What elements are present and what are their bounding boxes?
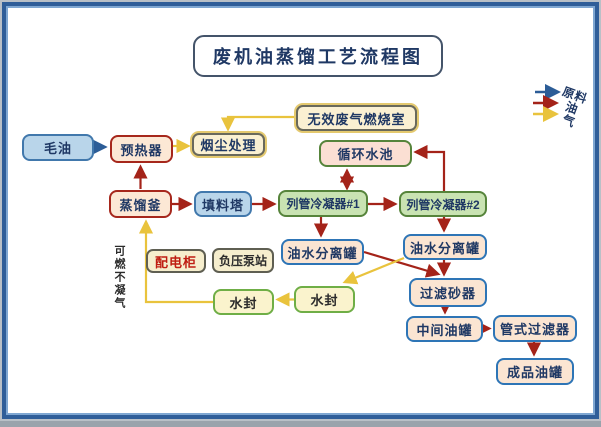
node-separator-left: 油水分离罐 — [281, 239, 364, 265]
node-sand-filter: 过滤砂器 — [409, 278, 487, 307]
node-preheater: 预热器 — [110, 135, 173, 163]
node-crude-oil: 毛油 — [22, 134, 94, 161]
node-middle-tank: 中间油罐 — [406, 316, 483, 342]
node-water-seal-left: 水封 — [213, 289, 274, 315]
node-waste-gas-burner: 无效废气燃烧室 — [296, 105, 417, 131]
node-condenser-1: 列管冷凝器#1 — [278, 190, 368, 217]
node-power-cabinet: 配电柜 — [146, 249, 206, 273]
node-condenser-2: 列管冷凝器#2 — [399, 191, 487, 217]
node-packing-tower: 填料塔 — [194, 191, 252, 217]
edge-condenser2-to-pool — [413, 144, 446, 191]
node-tube-filter: 管式过滤器 — [493, 315, 577, 342]
node-water-seal-right: 水封 — [294, 286, 355, 313]
node-separator-right: 油水分离罐 — [403, 234, 487, 260]
page-title: 废机油蒸馏工艺流程图 — [193, 35, 443, 77]
node-still-kettle: 蒸馏釜 — [109, 190, 172, 218]
diagram-frame: 废机油蒸馏工艺流程图 — [2, 2, 599, 419]
edge-burner-to-dust — [220, 115, 296, 132]
label-non-condensable-gas: 可燃不凝气 — [113, 245, 125, 310]
node-vacuum-pump-station: 负压泵站 — [212, 248, 274, 273]
node-product-tank: 成品油罐 — [496, 358, 574, 385]
node-circulating-pool: 循环水池 — [319, 140, 412, 167]
node-dust-treatment: 烟尘处理 — [192, 133, 265, 156]
